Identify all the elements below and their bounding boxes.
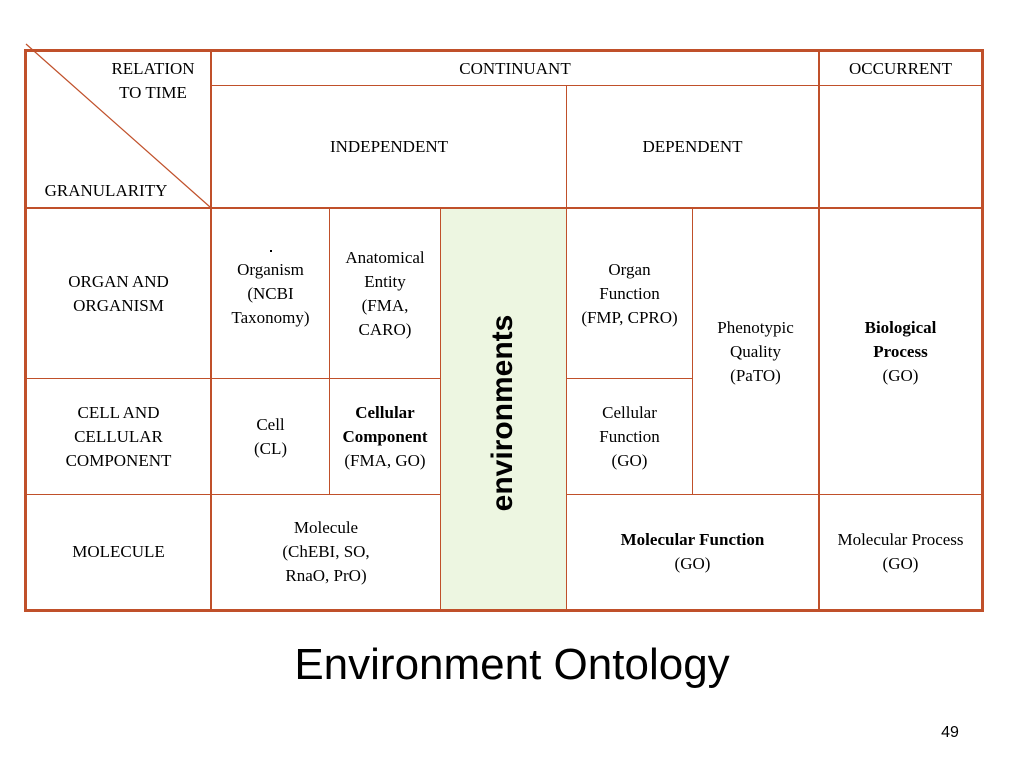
molecular-function-name: Molecular Function [620, 530, 765, 549]
environments-label: environments [486, 314, 519, 512]
page-number: 49 [941, 724, 959, 741]
cell-cellular-component: Cellular Component (FMA, GO) [330, 379, 440, 494]
biological-process-name: Biological Process [864, 317, 937, 361]
cell-cell: Cell (CL) [253, 414, 288, 458]
row-label-organ: ORGAN AND ORGANISM [68, 271, 169, 315]
occurrent-header: OCCURRENT [849, 58, 952, 78]
cell-organism: Organism (NCBI Taxonomy) [231, 259, 310, 327]
relation-to-time-label: RELATION TO TIME [111, 59, 195, 102]
row-label-molecule: MOLECULE [72, 542, 165, 561]
stray-dot [270, 250, 272, 252]
molecular-function-source: (GO) [674, 554, 711, 573]
cell-phenotypic-quality: Phenotypic Quality (PaTO) [717, 317, 794, 385]
cell-molecular-process: Molecular Process (GO) [837, 530, 964, 573]
cell-cellular-function: Cellular Function (GO) [599, 402, 660, 470]
cell-organ-function: Organ Function (FMP, CPRO) [581, 259, 678, 327]
slide-title: Environment Ontology [294, 640, 730, 689]
cell-anatomical-entity: Anatomical Entity (FMA, CARO) [345, 247, 425, 339]
cell-biological-process: Biological Process (GO) [820, 209, 981, 494]
granularity-label: GRANULARITY [44, 181, 168, 200]
cellular-component-name: Cellular Component [342, 402, 428, 446]
independent-header: INDEPENDENT [329, 136, 449, 156]
biological-process-source: (GO) [882, 365, 919, 385]
dependent-header: DEPENDENT [642, 136, 743, 156]
continuant-header: CONTINUANT [459, 58, 571, 78]
row-label-cell: CELL AND CELLULAR COMPONENT [65, 402, 172, 470]
cellular-component-source: (FMA, GO) [344, 450, 426, 470]
cell-molecule: Molecule (ChEBI, SO, RnaO, PrO) [282, 518, 370, 585]
cell-molecular-function: Molecular Function (GO) [567, 495, 818, 609]
environments-band [441, 209, 566, 610]
